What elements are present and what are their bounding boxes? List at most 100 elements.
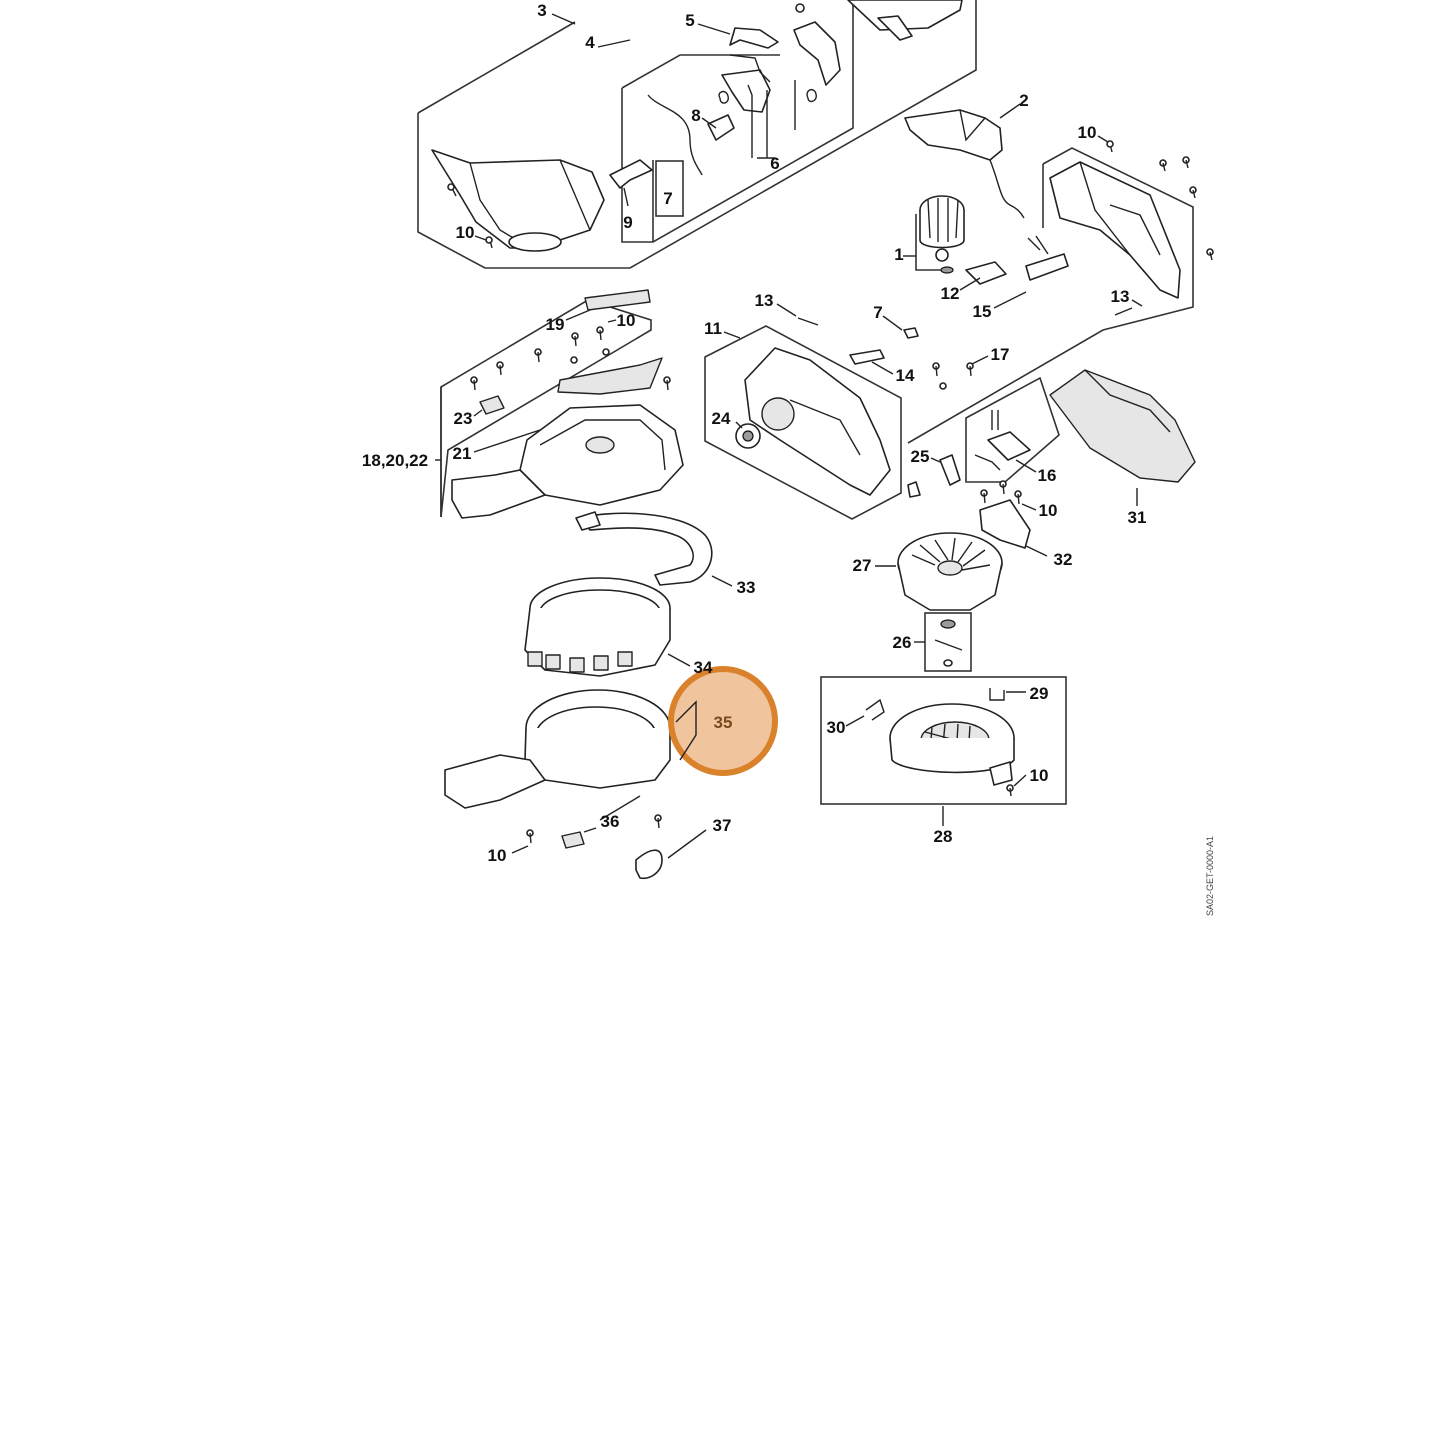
screw-icon <box>570 356 578 364</box>
switch-frame <box>907 147 1194 444</box>
callout-19: 19 <box>546 315 565 334</box>
small-parts <box>797 307 1133 498</box>
screw-icon <box>571 332 579 347</box>
screw-icon <box>1159 159 1167 172</box>
screw-icon <box>654 814 662 829</box>
screw-icon <box>1014 490 1022 505</box>
switch-bracket-frame <box>965 376 1060 483</box>
callout-7-handle: 7 <box>663 189 672 208</box>
callout-12: 12 <box>941 284 960 303</box>
screw-icon <box>1189 186 1197 199</box>
callout-21: 21 <box>453 444 472 463</box>
clip-part-9 <box>609 159 653 189</box>
motor-cover-right <box>1049 161 1181 299</box>
housing-shell-21 <box>451 404 684 519</box>
switch-15 <box>1025 235 1069 281</box>
tube-part-31 <box>1049 369 1196 483</box>
drawing-code: SA02-GET-0000-A1 <box>1205 836 1215 916</box>
brush-holder-12 <box>965 261 1007 285</box>
screw-icon <box>966 362 974 377</box>
callout-26: 26 <box>893 633 912 652</box>
callout-7-motor: 7 <box>873 303 882 322</box>
callout-15: 15 <box>973 302 992 321</box>
callout-10-guard: 10 <box>1039 501 1058 520</box>
screw-icon <box>1182 156 1190 169</box>
motor-housing-11 <box>744 347 891 496</box>
callout-37: 37 <box>713 816 732 835</box>
switch-part-16 <box>974 410 1031 471</box>
handle-half-shell <box>431 149 605 252</box>
screw-icon <box>447 183 457 197</box>
badge-24 <box>735 423 761 449</box>
intake-cover-frame <box>820 676 1067 805</box>
callout-30: 30 <box>827 718 846 737</box>
guard-32 <box>979 499 1031 549</box>
fan-nut-26 <box>934 619 963 667</box>
spring-29-30 <box>865 688 1005 721</box>
callout-33: 33 <box>737 578 756 597</box>
callout-18-20-22: 18,20,22 <box>362 451 428 470</box>
wiring-plug-2 <box>904 109 1025 219</box>
callout-3: 3 <box>537 1 546 20</box>
screw-icon <box>999 480 1007 495</box>
callout-13-right: 13 <box>1111 287 1130 306</box>
callout-29: 29 <box>1030 684 1049 703</box>
callout-28: 28 <box>934 827 953 846</box>
ring-34 <box>524 577 671 677</box>
screw-icon <box>596 326 604 341</box>
callout-17: 17 <box>991 345 1010 364</box>
screw-icon <box>1106 140 1114 153</box>
highlight-marker[interactable]: 35 <box>668 666 778 776</box>
callout-36: 36 <box>601 812 620 831</box>
screw-icon <box>485 236 493 249</box>
callout-13-left: 13 <box>755 291 774 310</box>
callout-labels: 3 4 5 2 8 6 7 9 10 10 1 12 15 13 13 19 1… <box>362 1 1147 865</box>
callout-10-handle: 10 <box>456 223 475 242</box>
leader-lines <box>435 13 1143 859</box>
motor-housing-frame <box>704 325 902 520</box>
callout-16: 16 <box>1038 466 1057 485</box>
motor-1 <box>919 195 965 274</box>
handle-assembly-frame <box>417 0 977 269</box>
callout-23: 23 <box>454 409 473 428</box>
decal-23 <box>479 395 505 415</box>
callout-10-housing: 10 <box>617 311 636 330</box>
top-housing <box>847 0 963 41</box>
motor-bracket-frame <box>915 214 948 271</box>
decal-22 <box>557 357 663 395</box>
screw-icon <box>496 361 504 376</box>
intake-cover-28 <box>889 703 1015 786</box>
callout-9: 9 <box>623 213 632 232</box>
seal-36-and-clip-37 <box>561 831 663 880</box>
screw-icon <box>534 348 542 363</box>
trigger-parts <box>647 3 841 176</box>
callout-24: 24 <box>712 409 731 428</box>
callout-5: 5 <box>685 11 694 30</box>
callout-25: 25 <box>911 447 930 466</box>
callout-10-top-right: 10 <box>1078 123 1097 142</box>
callout-34: 34 <box>694 658 713 677</box>
callout-32: 32 <box>1054 550 1073 569</box>
fan-wheel-27 <box>897 532 1003 611</box>
screw-icon <box>526 829 534 844</box>
screw-icon <box>932 362 940 377</box>
callout-10-bottom: 10 <box>488 846 507 865</box>
screw-icon <box>1206 248 1214 261</box>
screw-icon <box>980 489 988 504</box>
callout-2: 2 <box>1019 91 1028 110</box>
callout-14: 14 <box>896 366 915 385</box>
callout-27: 27 <box>853 556 872 575</box>
callout-4: 4 <box>585 33 595 52</box>
label-plate-19 <box>584 289 651 311</box>
screw-icon <box>1006 784 1014 797</box>
callout-6: 6 <box>770 154 779 173</box>
hose-33 <box>575 511 713 586</box>
callout-11: 11 <box>704 319 722 338</box>
screw-icons <box>447 140 1214 844</box>
screw-icon <box>470 376 478 391</box>
blower-housing-35 <box>444 689 671 809</box>
highlight-label: 35 <box>714 713 733 732</box>
screw-icon <box>602 348 610 356</box>
callout-31: 31 <box>1128 508 1147 527</box>
